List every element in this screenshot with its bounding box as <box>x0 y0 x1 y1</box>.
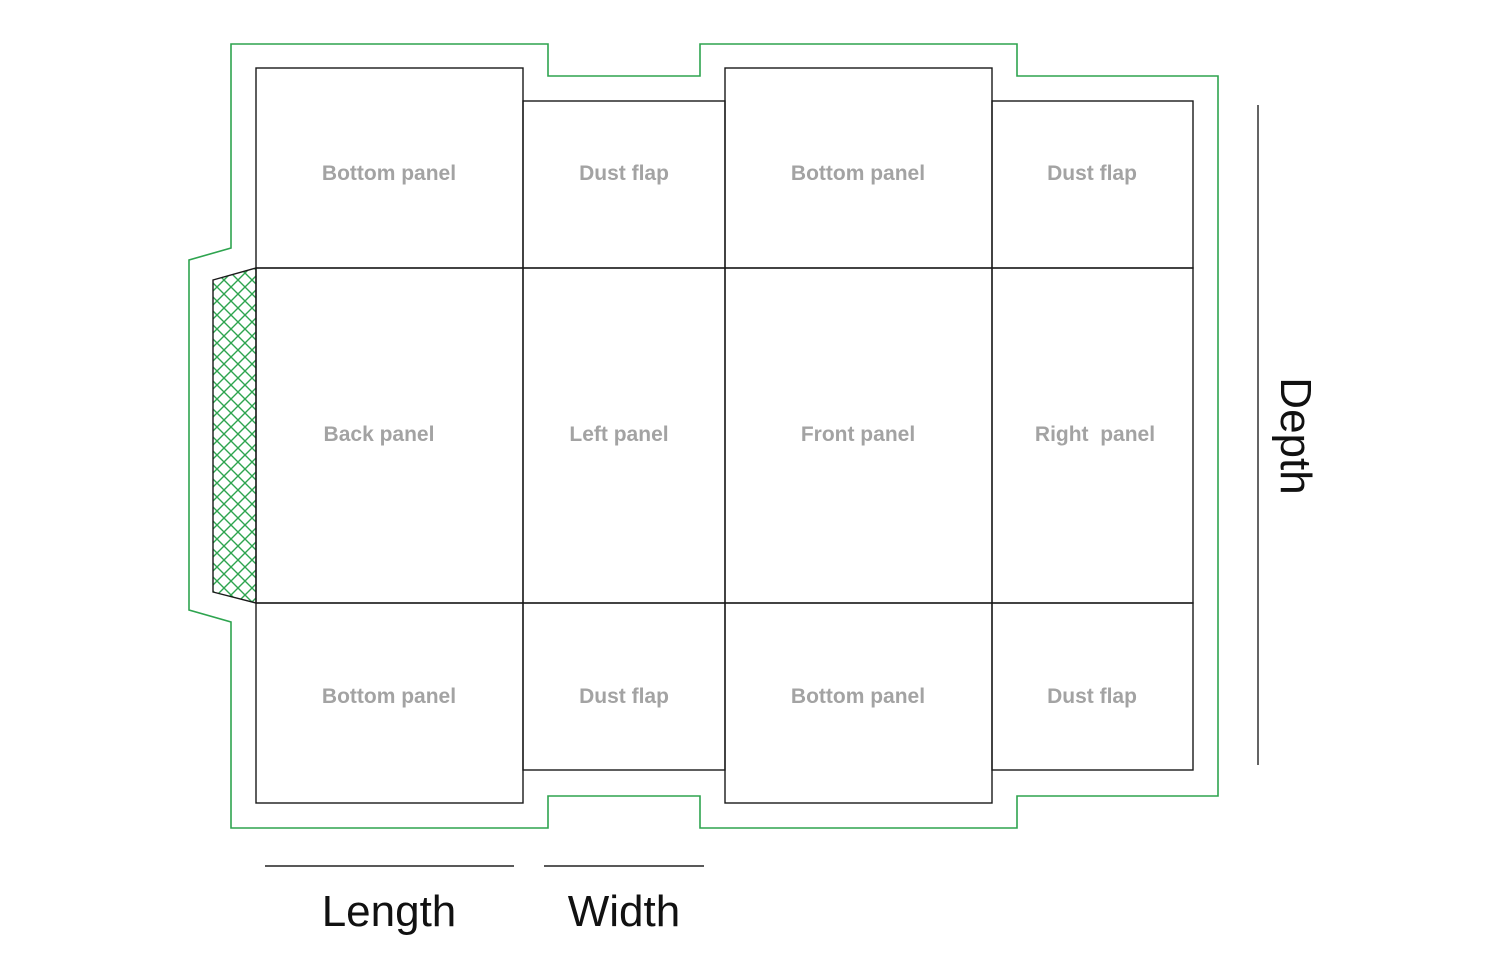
label-right-panel: Right panel <box>1035 423 1155 446</box>
depth-label: Depth <box>1271 377 1320 494</box>
length-label: Length <box>322 887 457 936</box>
label-top-bottom-panel-2: Bottom panel <box>791 162 925 185</box>
width-label: Width <box>568 887 680 936</box>
label-bottom-bottom-panel-1: Bottom panel <box>322 685 456 708</box>
label-bottom-dust-flap-2: Dust flap <box>1047 685 1137 708</box>
label-bottom-bottom-panel-2: Bottom panel <box>791 685 925 708</box>
label-front-panel: Front panel <box>801 423 915 446</box>
label-top-dust-flap-2: Dust flap <box>1047 162 1137 185</box>
label-top-bottom-panel-1: Bottom panel <box>322 162 456 185</box>
label-bottom-dust-flap-1: Dust flap <box>579 685 669 708</box>
bottom-dust-flap-2 <box>991 602 1194 771</box>
label-back-panel: Back panel <box>324 423 435 446</box>
outer-cut-line <box>188 43 1219 829</box>
glue-tab <box>212 267 257 604</box>
label-left-panel: Left panel <box>569 423 668 446</box>
label-top-dust-flap-1: Dust flap <box>579 162 669 185</box>
